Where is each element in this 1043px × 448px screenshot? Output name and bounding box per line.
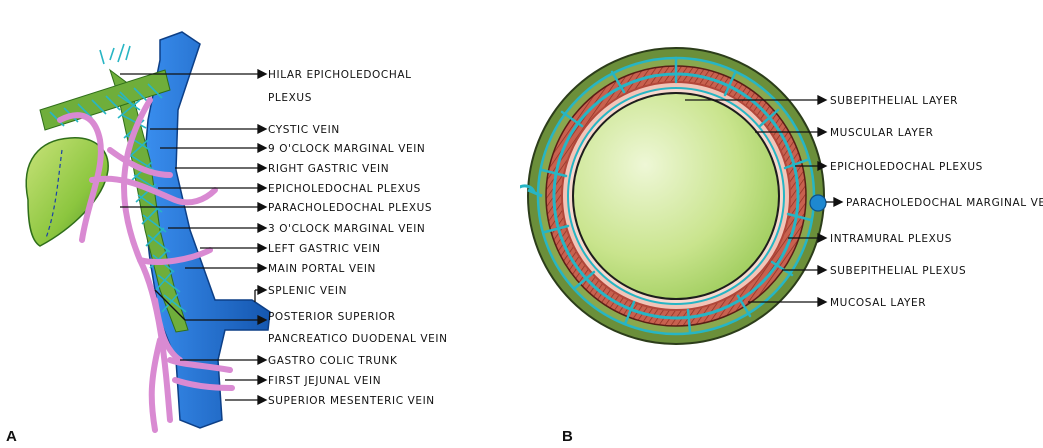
- label-3-oclock-marginal-vein: 3 O'CLOCK MARGINAL VEIN: [268, 223, 425, 235]
- mucosal-layer-lumen: [573, 93, 779, 299]
- label-epicholedochal-plexus-b: EPICHOLEDOCHAL PLEXUS: [830, 161, 983, 173]
- label-main-portal-vein: MAIN PORTAL VEIN: [268, 263, 376, 275]
- label-mucosal-layer: MUCOSAL LAYER: [830, 297, 926, 309]
- label-splenic-vein: SPLENIC VEIN: [268, 285, 347, 297]
- portal-anatomy-illustration: HILAR EPICHOLEDOCHAL PLEXUS CYSTIC VEIN …: [0, 0, 520, 448]
- panel-b: SUBEPITHELIAL LAYER MUSCULAR LAYER EPICH…: [520, 0, 1043, 448]
- label-muscular-layer: MUSCULAR LAYER: [830, 127, 934, 139]
- bile-duct-cross-section: SUBEPITHELIAL LAYER MUSCULAR LAYER EPICH…: [520, 0, 1043, 448]
- label-gastro-colic-trunk: GASTRO COLIC TRUNK: [268, 355, 398, 367]
- panel-a-labels: HILAR EPICHOLEDOCHAL PLEXUS CYSTIC VEIN …: [268, 69, 448, 407]
- panel-letter-b: B: [562, 428, 573, 445]
- label-paracholedochal-plexus: PARACHOLEDOCHAL PLEXUS: [268, 202, 432, 214]
- label-first-jejunal-vein: FIRST JEJUNAL VEIN: [268, 375, 381, 387]
- panel-a: HILAR EPICHOLEDOCHAL PLEXUS CYSTIC VEIN …: [0, 0, 520, 448]
- label-hilar-epicholedochal: HILAR EPICHOLEDOCHAL: [268, 69, 412, 81]
- label-subepithelial-layer: SUBEPITHELIAL LAYER: [830, 95, 958, 107]
- label-superior-mesenteric-vein: SUPERIOR MESENTERIC VEIN: [268, 395, 435, 407]
- label-subepithelial-plexus: SUBEPITHELIAL PLEXUS: [830, 265, 966, 277]
- label-paracholedochal-marginal-vein: PARACHOLEDOCHAL MARGINAL VEI: [846, 197, 1043, 209]
- label-left-gastric-vein: LEFT GASTRIC VEIN: [268, 243, 381, 255]
- label-9-oclock-marginal-vein: 9 O'CLOCK MARGINAL VEIN: [268, 143, 425, 155]
- panel-b-labels: SUBEPITHELIAL LAYER MUSCULAR LAYER EPICH…: [830, 95, 1043, 309]
- label-posterior-superior: POSTERIOR SUPERIOR: [268, 311, 396, 323]
- label-intramural-plexus: INTRAMURAL PLEXUS: [830, 233, 952, 245]
- label-right-gastric-vein: RIGHT GASTRIC VEIN: [268, 163, 389, 175]
- label-plexus: PLEXUS: [268, 92, 312, 104]
- panel-letter-a: A: [6, 428, 17, 445]
- label-pancreatico-duodenal-vein: PANCREATICO DUODENAL VEIN: [268, 333, 448, 345]
- label-epicholedochal-plexus: EPICHOLEDOCHAL PLEXUS: [268, 183, 421, 195]
- label-cystic-vein: CYSTIC VEIN: [268, 124, 340, 136]
